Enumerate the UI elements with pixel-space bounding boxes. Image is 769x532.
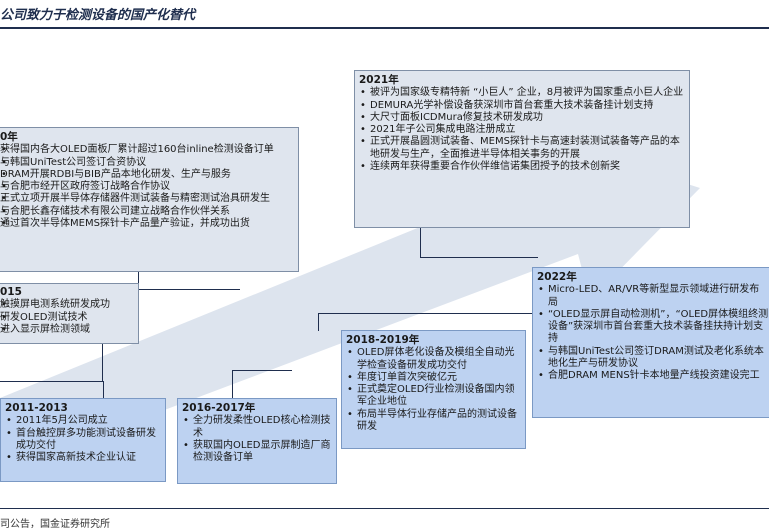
milestone-item: 被评为国家级专精特新 “小巨人” 企业，8月被评为国家重点小巨人企业 <box>359 87 685 100</box>
milestone-year: 0年 <box>0 131 18 143</box>
milestone-item: 进入显示屏检测领域 <box>0 324 134 337</box>
milestone-2015: 015 触摸屏电测系统研发成功 研发OLED测试技术 进入显示屏检测领域 <box>0 283 139 344</box>
milestone-2018-2019: 2018-2019年 OLED屏体老化设备及模组全自动光学检查设备研发成功交付 … <box>341 330 526 449</box>
connector <box>318 313 319 331</box>
footer-divider <box>0 508 769 509</box>
connector <box>420 257 538 258</box>
milestone-item: 获得国内各大OLED面板厂累计超过160台inline检测设备订单 <box>0 144 294 157</box>
milestone-item: Micro-LED、AR/VR等新型显示领域进行研发布局 <box>537 284 769 309</box>
page-title: 公司致力于检测设备的国产化替代 <box>0 8 196 23</box>
milestone-item: 触摸屏电测系统研发成功 <box>0 299 134 312</box>
milestone-item: 与合肥长鑫存储技术有限公司建立战略合作伙伴关系 <box>0 206 294 219</box>
milestone-2020: 0年 获得国内各大OLED面板厂累计超过160台inline检测设备订单 与韩国… <box>0 127 299 272</box>
connector <box>102 343 103 381</box>
milestone-item: 2011年5月公司成立 <box>5 415 161 428</box>
milestone-item: 与韩国UniTest公司签订DRAM测试及老化系统本地化生产与研发协议 <box>537 346 769 371</box>
milestone-item: 与韩国UniTest公司签订合资协议 <box>0 157 294 170</box>
milestone-year: 2022年 <box>537 271 577 283</box>
milestone-2016-2017: 2016-2017年 全力研发柔性OLED核心检测技术 获取国内OLED显示屏制… <box>177 398 337 484</box>
milestone-2022: 2022年 Micro-LED、AR/VR等新型显示领域进行研发布局 “OLED… <box>532 267 769 418</box>
milestone-item: 2021年子公司集成电路注册成立 <box>359 124 685 137</box>
milestone-item: 正式开展晶圆测试装备、MEMS探针卡与高速封装测试装备等产品的本地研发与生产，全… <box>359 136 685 161</box>
milestone-item: OLED屏体老化设备及模组全自动光学检查设备研发成功交付 <box>346 347 521 372</box>
milestone-item: 全力研发柔性OLED核心检测技术 <box>182 415 332 440</box>
milestone-item: 年度订单首次突破亿元 <box>346 372 521 385</box>
connector <box>0 381 103 382</box>
milestone-item: 通过首次半导体MEMS探针卡产品量产验证，并成功出货 <box>0 218 294 231</box>
connector <box>103 381 104 403</box>
connector <box>138 271 139 289</box>
title-divider <box>0 27 769 29</box>
milestone-item: 大尺寸面板ICDMura修复技术研发成功 <box>359 112 685 125</box>
milestone-item: DRAM开展RDBI与BIB产品本地化研发、生产与服务 <box>0 169 294 182</box>
milestone-item: 正式奠定OLED行业检测设备国内领军企业地位 <box>346 384 521 409</box>
connector <box>232 370 233 400</box>
milestone-item: DEMURA光学补偿设备获深圳市首台套重大技术装备挂计划支持 <box>359 100 685 113</box>
connector <box>232 370 292 371</box>
source-note: 司公告，国金证券研究所 <box>0 519 110 530</box>
milestone-item: 与合肥市经开区政府签订战略合作协议 <box>0 181 294 194</box>
connector <box>420 227 421 257</box>
milestone-item: 获取国内OLED显示屏制造厂商检测设备订单 <box>182 440 332 465</box>
connector <box>138 289 240 290</box>
milestone-item: 研发OLED测试技术 <box>0 312 134 325</box>
milestone-year: 2018-2019年 <box>346 334 420 346</box>
milestone-year: 2021年 <box>359 74 399 86</box>
milestone-item: 布局半导体行业存储产品的测试设备研发 <box>346 409 521 434</box>
milestone-2011-2013: 2011-2013 2011年5月公司成立 首台触控屏多功能测试设备研发成功交付… <box>0 398 166 482</box>
milestone-item: 首台触控屏多功能测试设备研发成功交付 <box>5 428 161 453</box>
milestone-item: “OLED显示屏自动检测机”，“OLED屏体模组终测设备”获深圳市首台套重大技术… <box>537 309 769 346</box>
milestone-item: 合肥DRAM MENS针卡本地量产线投资建设完工 <box>537 370 769 383</box>
milestone-2021: 2021年 被评为国家级专精特新 “小巨人” 企业，8月被评为国家重点小巨人企业… <box>354 70 690 228</box>
milestone-item: 获得国家高新技术企业认证 <box>5 452 161 465</box>
milestone-item: 连续两年获得重要合作伙伴维信诺集团授予的技术创新奖 <box>359 161 685 174</box>
milestone-year: 2016-2017年 <box>182 402 256 414</box>
connector <box>318 313 538 314</box>
milestone-year: 2011-2013 <box>5 402 68 414</box>
milestone-item: 正式立项开展半导体存储器件测试装备与精密测试治具研发生 <box>0 193 294 206</box>
milestone-year: 015 <box>0 286 22 298</box>
